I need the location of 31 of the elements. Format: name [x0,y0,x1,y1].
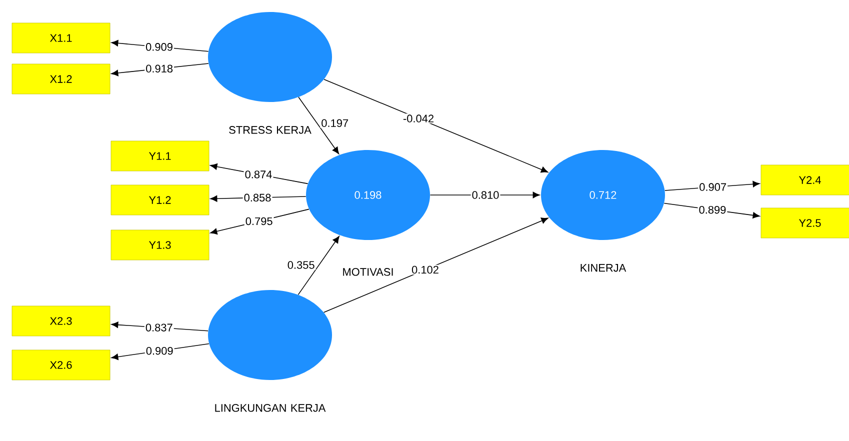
edge-label: 0.909 [144,346,174,356]
indicator-box: Y1.2 [110,184,210,216]
edge-label: 0.810 [470,190,500,200]
edge-label: 0.918 [144,64,174,74]
indicator-box: Y2.5 [760,208,849,238]
indicator-box: Y1.1 [110,140,210,172]
construct-label: KINERJA [580,264,626,272]
edge-label: 0.355 [286,260,316,270]
indicator-box: Y2.4 [760,164,849,196]
arrow [324,78,548,173]
edge-label: -0.042 [402,114,436,124]
edge-label: 0.858 [242,192,272,203]
edge-label: 0.197 [320,118,350,128]
indicator-box: Y1.3 [110,230,210,260]
edge-label: 0.899 [698,204,728,215]
edge-label: 0.909 [144,42,174,52]
construct-label: LINGKUNGAN KERJA [215,404,326,412]
edge-label: 0.102 [410,264,440,275]
indicator-box: X1.2 [12,64,110,94]
indicator-box: X1.1 [12,22,110,54]
arrow [298,96,340,154]
arrow [323,218,548,313]
edge-label: 0.795 [244,216,274,226]
arrow [298,236,340,296]
edge-label: 0.837 [144,322,174,332]
indicator-box: X2.3 [12,306,110,336]
construct-label: STRESS KERJA [229,126,312,134]
edge-label: 0.874 [244,170,274,180]
indicator-box: X2.6 [12,350,110,380]
edge-label: 0.907 [698,182,728,192]
construct-label: MOTIVASI [343,268,393,276]
